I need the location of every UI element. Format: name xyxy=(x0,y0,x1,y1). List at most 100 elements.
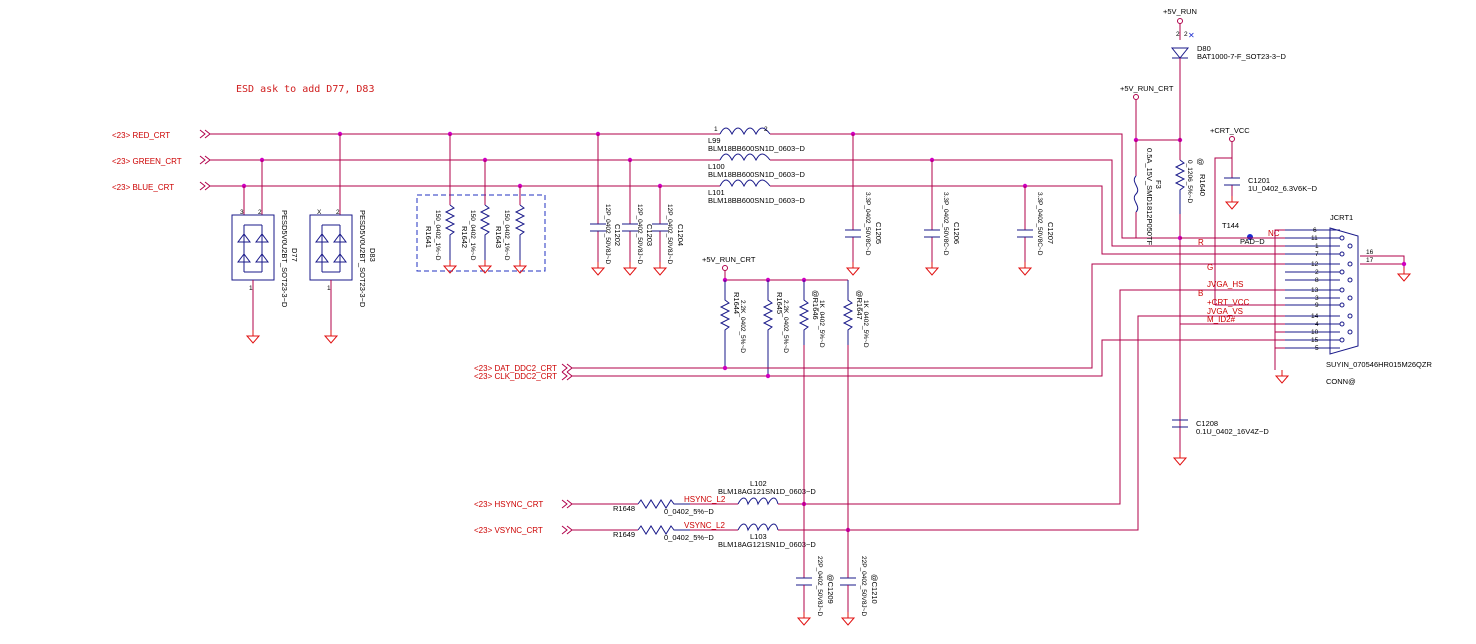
capacitor-C1203: 12P_0402_50V8J~D C1203 xyxy=(622,160,654,276)
svg-text:JCRT1: JCRT1 xyxy=(1330,213,1353,222)
resistor-R1647: @R1647 1K_0402_5%~D xyxy=(842,280,869,348)
resistor-R1642: R1642 150_0402_1%~D xyxy=(460,160,492,274)
testpoint-T144: T144 PAD~D NC xyxy=(1222,221,1280,246)
svg-text:R1643: R1643 xyxy=(494,226,503,248)
svg-text:D83: D83 xyxy=(368,248,377,262)
svg-text:3: 3 xyxy=(1315,295,1319,302)
svg-text:JVGA_HS: JVGA_HS xyxy=(1207,280,1243,289)
svg-text:8: 8 xyxy=(1315,277,1319,284)
svg-text:14: 14 xyxy=(1311,313,1319,320)
svg-text:R: R xyxy=(1198,238,1204,247)
svg-text:R1644: R1644 xyxy=(732,292,741,314)
svg-text:PESD5V0U2BT_SOT23-3~D: PESD5V0U2BT_SOT23-3~D xyxy=(358,210,367,308)
svg-text:@C1209: @C1209 xyxy=(826,574,835,604)
svg-text:1: 1 xyxy=(249,285,253,292)
svg-text:L99: L99 xyxy=(708,136,721,145)
svg-text:<23> GREEN_CRT: <23> GREEN_CRT xyxy=(112,157,182,166)
net-vsync: <23> VSYNC_CRT R1649 0_0402_5%~D VSYNC_L… xyxy=(474,315,1285,549)
net-red-input: <23> RED_CRT xyxy=(112,129,211,140)
svg-text:PAD~D: PAD~D xyxy=(1240,237,1265,246)
svg-text:1: 1 xyxy=(1315,243,1319,250)
svg-text:+5V_RUN_CRT: +5V_RUN_CRT xyxy=(1120,84,1174,93)
svg-text:PESD5V0U2BT_SOT23-3~D: PESD5V0U2BT_SOT23-3~D xyxy=(280,210,289,308)
net-dat-ddc2: <23> DAT_DDC2_CRT xyxy=(474,263,1285,373)
svg-text:<23> RED_CRT: <23> RED_CRT xyxy=(112,131,170,140)
svg-text:C1201: C1201 xyxy=(1248,176,1270,185)
svg-text:NC: NC xyxy=(1268,229,1280,238)
diode-D80: 22 ✕ D80 BAT1000-7-F_SOT23-3~D xyxy=(1170,31,1286,90)
svg-text:+CRT_VCC: +CRT_VCC xyxy=(1210,126,1250,135)
svg-text:0.1U_0402_16V4Z~D: 0.1U_0402_16V4Z~D xyxy=(1196,427,1269,436)
svg-text:L101: L101 xyxy=(708,188,725,197)
svg-text:<23> VSYNC_CRT: <23> VSYNC_CRT xyxy=(474,526,543,535)
svg-text:R1648: R1648 xyxy=(613,504,635,513)
ferrite-L100: L100 BLM18BB600SN1D_0603~D xyxy=(708,153,806,179)
svg-text:SUYIN_070546HR015M26QZR: SUYIN_070546HR015M26QZR xyxy=(1326,360,1432,369)
svg-text:+5V_RUN_CRT: +5V_RUN_CRT xyxy=(702,255,756,264)
svg-text:C1208: C1208 xyxy=(1196,419,1218,428)
svg-text:22P_0402_50V8J~D: 22P_0402_50V8J~D xyxy=(816,556,823,616)
capacitor-C1206: 3.3P_0402_50V8C~D C1206 xyxy=(924,160,961,276)
svg-text:0_1206_5%~D: 0_1206_5%~D xyxy=(1186,160,1193,203)
svg-text:2: 2 xyxy=(258,209,262,216)
svg-text:R1641: R1641 xyxy=(424,226,433,248)
wire-ddc-to-sync xyxy=(803,345,849,578)
svg-text:BAT1000-7-F_SOT23-3~D: BAT1000-7-F_SOT23-3~D xyxy=(1197,52,1286,61)
svg-text:1U_0402_6.3V6K~D: 1U_0402_6.3V6K~D xyxy=(1248,184,1318,193)
svg-text:BLM18BB600SN1D_0603~D: BLM18BB600SN1D_0603~D xyxy=(708,196,806,205)
capacitor-C1209: 22P_0402_50V8J~D @C1209 xyxy=(796,556,835,626)
svg-text:VSYNC_L2: VSYNC_L2 xyxy=(684,521,725,530)
svg-text:12P_0402_50V8J~D: 12P_0402_50V8J~D xyxy=(604,204,611,264)
wire-green xyxy=(210,159,1285,247)
svg-text:@: @ xyxy=(1196,158,1205,166)
svg-text:+CRT_VCC: +CRT_VCC xyxy=(1207,298,1250,307)
svg-text:D80: D80 xyxy=(1197,44,1211,53)
svg-text:3.3P_0402_50V8C~D: 3.3P_0402_50V8C~D xyxy=(1036,192,1043,256)
svg-text:+5V_RUN: +5V_RUN xyxy=(1163,7,1197,16)
svg-text:2: 2 xyxy=(764,126,768,133)
svg-text:<23> DAT_DDC2_CRT: <23> DAT_DDC2_CRT xyxy=(474,364,557,373)
svg-text:R1642: R1642 xyxy=(460,226,469,248)
svg-text:1K_0402_5%~D: 1K_0402_5%~D xyxy=(818,300,825,348)
resistor-R1641: R1641 150_0402_1%~D xyxy=(424,134,457,274)
svg-text:C1203: C1203 xyxy=(645,224,654,246)
svg-text:11: 11 xyxy=(1311,235,1318,242)
svg-text:C1206: C1206 xyxy=(952,222,961,244)
wire-connector-misc xyxy=(1180,229,1285,370)
fuse-F3: 0.5A_15V_SMD1812P050TF F3 xyxy=(1133,140,1163,246)
svg-text:2.2K_0402_5%~D: 2.2K_0402_5%~D xyxy=(739,300,746,353)
svg-text:L100: L100 xyxy=(708,162,725,171)
svg-text:16: 16 xyxy=(1366,249,1374,256)
resistor-R1640: 0_1206_5%~D R1640 @ xyxy=(1174,90,1207,445)
svg-text:R1645: R1645 xyxy=(775,292,784,314)
svg-text:HSYNC_L2: HSYNC_L2 xyxy=(684,495,726,504)
capacitor-C1208: C1208 0.1U_0402_16V4Z~D xyxy=(1172,400,1269,466)
svg-text:L103: L103 xyxy=(750,532,767,541)
net-blue-input: <23> BLUE_CRT xyxy=(112,181,211,192)
power-5v-run-crt: +5V_RUN_CRT xyxy=(702,255,848,283)
svg-text:1: 1 xyxy=(327,285,331,292)
net-hsync: <23> HSYNC_CRT R1648 0_0402_5%~D HSYNC_L… xyxy=(474,289,1285,516)
svg-text:2: 2 xyxy=(1176,31,1180,38)
svg-text:12: 12 xyxy=(1311,261,1319,268)
svg-text:3.3P_0402_50V8C~D: 3.3P_0402_50V8C~D xyxy=(942,192,949,256)
ferrite-L101: L101 BLM18BB600SN1D_0603~D xyxy=(708,179,806,205)
svg-text:2: 2 xyxy=(1184,31,1188,38)
svg-text:6: 6 xyxy=(1313,227,1317,234)
svg-text:2.2K_0402_5%~D: 2.2K_0402_5%~D xyxy=(782,300,789,353)
svg-text:BLM18AG121SN1D_0603~D: BLM18AG121SN1D_0603~D xyxy=(718,487,816,496)
svg-text:@R1647: @R1647 xyxy=(855,290,864,320)
svg-text:L102: L102 xyxy=(750,479,767,488)
svg-text:G: G xyxy=(1207,263,1213,272)
power-5v-run-crt-net: +5V_RUN_CRT xyxy=(1120,84,1183,143)
esd-note: ESD ask to add D77, D83 xyxy=(236,84,374,95)
svg-text:150_0402_1%~D: 150_0402_1%~D xyxy=(503,210,510,261)
svg-text:C1202: C1202 xyxy=(613,224,622,246)
svg-text:10: 10 xyxy=(1311,329,1319,336)
svg-text:D77: D77 xyxy=(290,248,299,262)
svg-text:<23> HSYNC_CRT: <23> HSYNC_CRT xyxy=(474,500,543,509)
capacitor-C1205: 3.3P_0402_50V8C~D C1205 xyxy=(845,134,883,276)
svg-text:R1649: R1649 xyxy=(613,530,635,539)
